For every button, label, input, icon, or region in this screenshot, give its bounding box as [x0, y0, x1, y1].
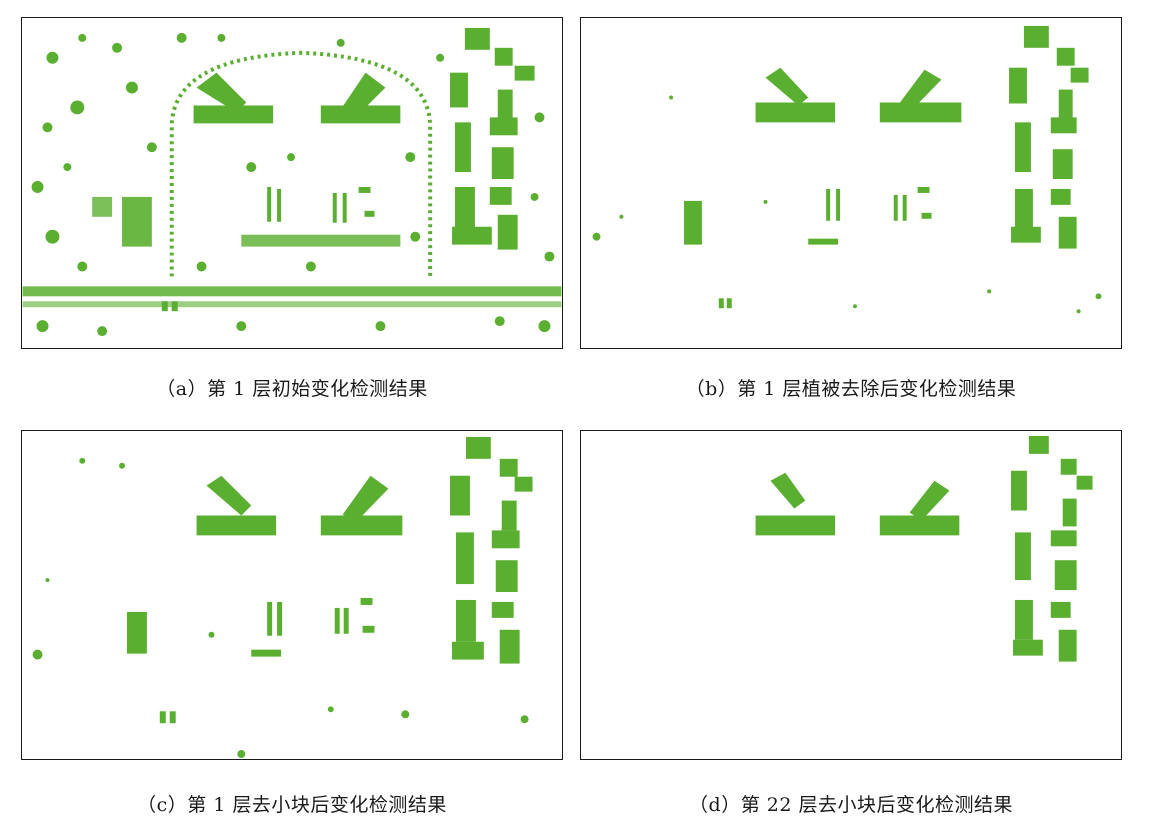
- detected-change-regions: [22, 27, 562, 337]
- panel-b-vegetation-removed: [580, 17, 1122, 349]
- panel-c-small-blocks-removed-layer1: [21, 430, 563, 760]
- panel-a-change-map: [22, 27, 562, 337]
- detected-change-regions: [755, 435, 1093, 662]
- panel-a-initial-detection: [21, 17, 563, 349]
- detected-change-regions: [592, 25, 1102, 314]
- caption-b: （b）第 1 层植被去除后变化检测结果: [685, 378, 1017, 400]
- caption-a: （a）第 1 层初始变化检测结果: [156, 378, 428, 400]
- panel-d-change-map: [755, 435, 1093, 662]
- detected-change-regions: [32, 436, 533, 759]
- caption-d: （d）第 22 层去小块后变化检测结果: [689, 794, 1013, 816]
- caption-c: （c）第 1 层去小块后变化检测结果: [137, 794, 447, 816]
- panel-c-change-map: [32, 436, 533, 759]
- panel-d-small-blocks-removed-layer22: [580, 430, 1122, 760]
- panel-b-change-map: [592, 25, 1102, 314]
